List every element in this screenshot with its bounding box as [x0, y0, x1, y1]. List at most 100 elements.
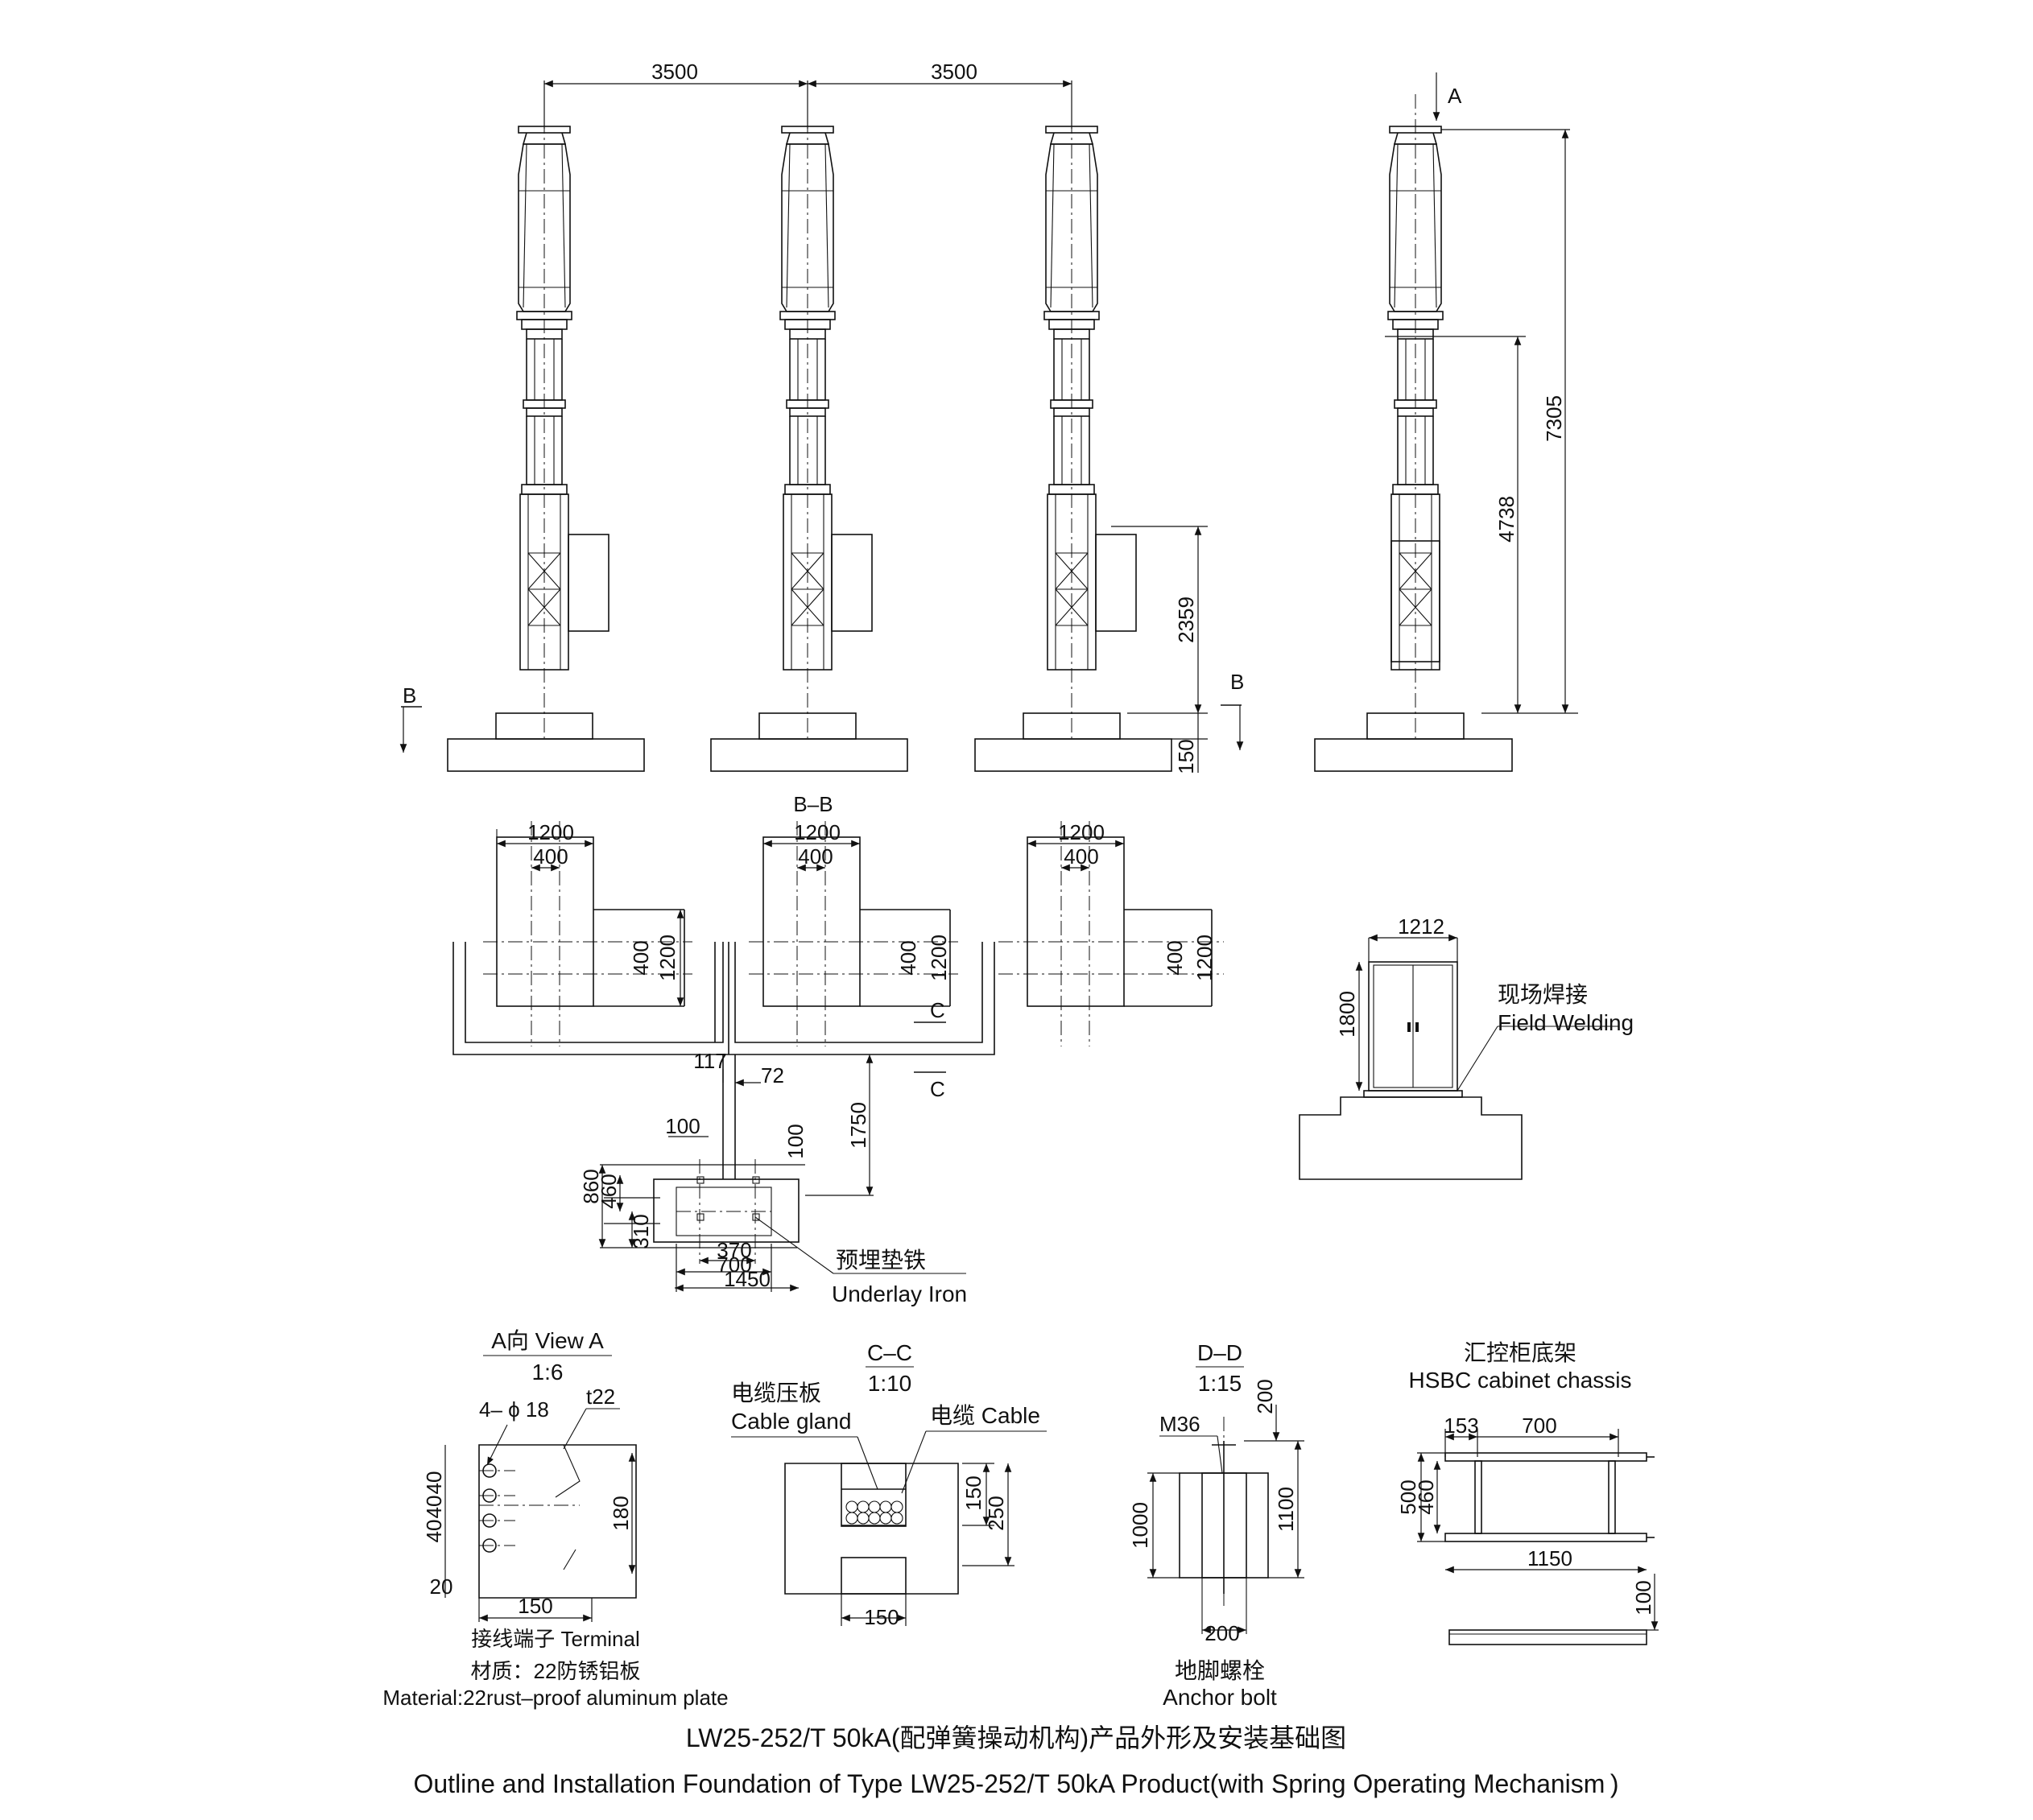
elevation-view: 3500 3500 2359 150 4738 7305 A: [399, 60, 1578, 774]
chassis-dim-153: 153: [1444, 1413, 1478, 1438]
dim-mechanism-height: 2359: [1174, 596, 1198, 643]
pad-right: [998, 821, 1224, 1046]
pole-middle: [779, 93, 836, 739]
dim-180: 180: [609, 1496, 633, 1530]
field-welding-en: Field Welding: [1498, 1010, 1634, 1035]
dd-dim-1000: 1000: [1128, 1502, 1152, 1549]
dd-dim-200-h: 200: [1205, 1621, 1239, 1645]
section-b-marker-left: B: [403, 683, 416, 708]
dd-dim-200-v: 200: [1253, 1379, 1277, 1413]
terminal-plate: [478, 1444, 637, 1599]
bolt-spacing-v-right: 400: [1163, 940, 1187, 975]
section-cc: C–C 1:10 电缆压板 Cable gland 电缆 Cable 150 2…: [731, 1340, 1047, 1629]
mechanism-box-right: [1095, 534, 1137, 632]
pad-dims-left: 1200 400 1200 400: [497, 820, 684, 1006]
dim-pole-spacing-2: 3500: [931, 60, 977, 84]
dim-terminal-height: 4738: [1494, 496, 1519, 543]
mechanism-box-middle: [831, 534, 873, 632]
view-a-title: A向 View A: [491, 1328, 604, 1353]
pole-left: [516, 93, 572, 739]
section-bb-label: B–B: [793, 792, 833, 816]
bolt-spacing-v-left: 400: [629, 940, 653, 975]
terminal-label: 接线端子 Terminal: [471, 1627, 639, 1651]
foundation-left: [447, 712, 645, 772]
anchor-bolt-size: M36: [1159, 1412, 1200, 1436]
anchor-bolt-en: Anchor bolt: [1163, 1685, 1277, 1710]
pad-dims-middle: 1200 400 1200 400: [763, 820, 951, 981]
section-c-marker-upper: C: [930, 998, 945, 1022]
chassis-title-en: HSBC cabinet chassis: [1408, 1368, 1631, 1393]
dim-pole-spacing-1: 3500: [651, 60, 698, 84]
dim-1750: 1750: [846, 1102, 870, 1149]
chassis-dim-460: 460: [1414, 1480, 1438, 1514]
chassis-dim-100: 100: [1631, 1580, 1655, 1615]
pad-middle: [749, 821, 958, 1046]
view-a-marker: A: [1448, 84, 1462, 108]
dim-370: 370: [717, 1238, 751, 1262]
chassis-dim-500: 500: [1396, 1480, 1420, 1514]
dim-310: 310: [629, 1214, 653, 1248]
material-en: Material:22rust–proof aluminum plate: [382, 1686, 728, 1710]
cabinet-height: 1800: [1335, 991, 1359, 1038]
view-a-thickness: t22: [586, 1385, 615, 1409]
dim-460: 460: [597, 1174, 621, 1208]
dim-860: 860: [579, 1169, 603, 1203]
dim-100-b: 100: [783, 1124, 808, 1158]
pad-width-middle: 1200: [794, 820, 841, 844]
view-a-holes: 4– ϕ 18: [479, 1397, 549, 1422]
foundation-side: [1314, 712, 1513, 772]
drawing-title-cn: LW25-252/T 50kA(配弹簧操动机构)产品外形及安装基础图: [686, 1723, 1346, 1752]
foundation-right: [974, 712, 1172, 772]
section-dd-scale: 1:15: [1198, 1371, 1242, 1396]
cabinet-foundation: [1299, 1096, 1523, 1180]
cc-dim-250: 250: [984, 1496, 1008, 1530]
cable-gland-en: Cable gland: [731, 1409, 851, 1434]
field-welding-cn: 现场焊接: [1498, 982, 1588, 1007]
pole-side: [1387, 93, 1444, 739]
bolt-spacing-right: 400: [1064, 844, 1098, 869]
view-a-scale: 1:6: [532, 1360, 564, 1385]
chassis-dim-700: 700: [1522, 1413, 1556, 1438]
underlay-iron-en: Underlay Iron: [832, 1281, 967, 1306]
dim-700: 700: [717, 1253, 751, 1277]
dim-40-c: 40: [422, 1520, 446, 1543]
dim-40-a: 40: [422, 1471, 446, 1495]
chassis-dim-1150: 1150: [1527, 1546, 1572, 1570]
hsbc-cabinet-chassis: 汇控柜底架 HSBC cabinet chassis 153 700 500 4…: [1396, 1340, 1659, 1645]
cabinet-width: 1212: [1398, 914, 1444, 939]
section-dd-title: D–D: [1197, 1340, 1242, 1365]
dim-base-height: 150: [1174, 739, 1198, 774]
anchor-bolt-cn: 地脚螺栓: [1175, 1658, 1265, 1683]
view-a-terminal: A向 View A 1:6 4– ϕ 18 t22 40 40 40 40 18…: [382, 1328, 728, 1710]
dim-1450: 1450: [724, 1267, 771, 1291]
drawing-title-en: Outline and Installation Foundation of T…: [413, 1769, 1618, 1798]
branch-trench: [600, 1054, 805, 1264]
dim-40-b: 40: [422, 1496, 446, 1519]
dim-150: 150: [518, 1594, 552, 1618]
material-cn: 材质：22防锈铝板: [471, 1659, 641, 1683]
dim-117: 117: [693, 1049, 726, 1073]
pole-right: [1043, 93, 1100, 739]
section-cc-scale: 1:10: [868, 1371, 912, 1396]
pad-depth-right: 1200: [1192, 935, 1217, 981]
cable-label: 电缆 Cable: [930, 1403, 1040, 1428]
cc-dim-150-h: 150: [864, 1605, 899, 1629]
cable-bundle: [845, 1500, 903, 1525]
mechanism-box-side: [1390, 540, 1440, 662]
pad-width-right: 1200: [1058, 820, 1105, 844]
bolt-spacing-left: 400: [533, 844, 568, 869]
section-b-marker-right: B: [1230, 670, 1244, 694]
section-dd: D–D 1:15 M36 1000 200 1100 200 地脚螺栓 Anch…: [1128, 1340, 1304, 1710]
pad-width-left: 1200: [527, 820, 574, 844]
chassis-title-cn: 汇控柜底架: [1464, 1340, 1576, 1365]
plan-view-bb: B–B 1200 400 1200 400: [452, 792, 1224, 1306]
mechanism-box-left: [568, 534, 609, 632]
section-cc-title: C–C: [867, 1340, 912, 1365]
control-cabinet-view: 1212 1800 现场焊接 Field Welding: [1299, 914, 1634, 1180]
pad-depth-middle: 1200: [927, 935, 951, 981]
underlay-iron-cn: 预埋垫铁: [836, 1248, 926, 1273]
dim-20: 20: [430, 1574, 453, 1599]
cc-dim-150-v: 150: [961, 1475, 986, 1510]
dd-dim-1100: 1100: [1274, 1487, 1298, 1532]
